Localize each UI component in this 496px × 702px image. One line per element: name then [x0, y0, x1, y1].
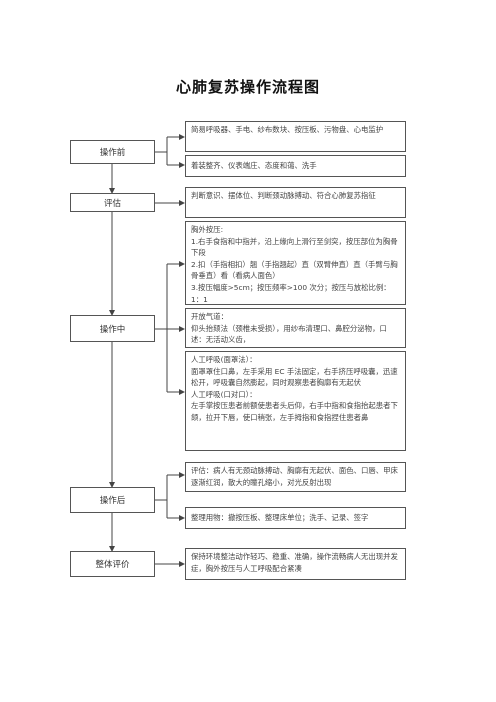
box-prep-self: 着装整齐、仪表端庄、态度和蔼、洗手 [185, 155, 406, 177]
box-assess: 判断意识、摆体位、判断颈动脉搏动、符合心肺复苏指征 [185, 187, 406, 218]
box-overall: 保持环境整洁动作轻巧、稳重、准确，操作流畅病人无出现并发症，胸外按压与人工呼吸配… [185, 548, 406, 580]
compression-step-1: 1.右手食指和中指并，沿上缘向上滑行至剑突，按压部位为胸骨下段 [191, 236, 398, 258]
box-breathing: 人工呼吸(面罩法）： 面罩罩住口鼻，左手采用 EC 手法固定，右手挤压呼吸囊，迅… [185, 351, 406, 451]
compression-step-2: 2.扣（手指相扣）翘（手指翘起）直（双臂伸直）直（手臂与胸骨垂直）看（看病人面色… [191, 259, 398, 281]
airway-heading: 开放气道： [191, 312, 228, 321]
box-cleanup: 整理用物：撤按压板、整理床单位；洗手、记录、签字 [185, 507, 406, 529]
breathing-mask-text: 面罩罩住口鼻，左手采用 EC 手法固定，右手挤压呼吸囊，迅速松开，呼吸囊自然膨起… [191, 366, 398, 388]
compression-heading: 胸外按压: [191, 225, 224, 234]
stage-overall: 整体评价 [70, 551, 155, 577]
breathing-mask-heading: 人工呼吸(面罩法）： [191, 355, 257, 364]
page-title: 心肺复苏操作流程图 [175, 78, 320, 96]
stage-assess: 评估 [70, 193, 155, 212]
box-compression: 胸外按压: 1.右手食指和中指并，沿上缘向上滑行至剑突，按压部位为胸骨下段 2.… [185, 221, 406, 305]
airway-text: 仰头抬颏法（颈椎未受损），用纱布清理口、鼻腔分泌物，口述：无活动义齿， [191, 323, 387, 345]
breathing-mouth-text: 左手掌按压患者前额使患者头后仰，右手中指和食指抬起患者下颌，拉开下唇，使口稍张，… [191, 401, 398, 422]
box-prep-items: 简易呼吸器、手电、纱布数块、按压板、污物盘、心电监护 [185, 121, 406, 152]
stage-after: 操作后 [70, 487, 155, 513]
stage-before: 操作前 [70, 140, 155, 164]
breathing-mouth-heading: 人工呼吸(口对口）： [191, 389, 257, 399]
box-airway: 开放气道： 仰头抬颏法（颈椎未受损），用纱布清理口、鼻腔分泌物，口述：无活动义齿… [185, 308, 406, 348]
box-post-assess: 评估：病人有无颈动脉搏动、胸廓有无起伏、面色、口唇、甲床逐渐红润，散大的瞳孔缩小… [185, 462, 406, 492]
stage-during: 操作中 [70, 315, 155, 342]
compression-step-3: 3.按压幅度>5cm；按压频率>100 次分；按压与放松比例：1：1 [191, 282, 391, 304]
